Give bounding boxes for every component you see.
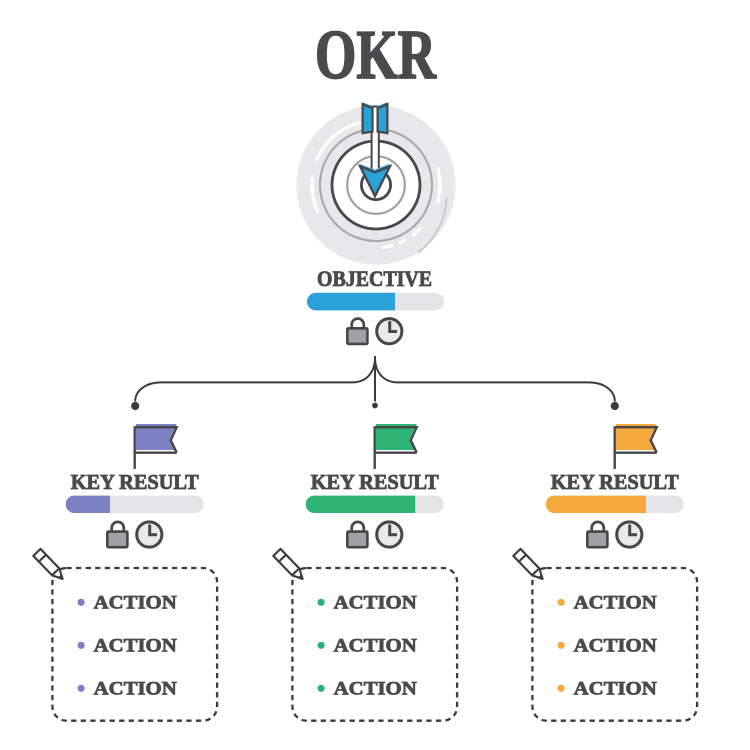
svg-text:ACTION: ACTION [334,593,417,614]
svg-text:KEY RESULT: KEY RESULT [551,470,680,494]
svg-text:ACTION: ACTION [574,679,657,700]
svg-text:ACTION: ACTION [574,636,657,657]
svg-text:ACTION: ACTION [94,636,177,657]
svg-text:OBJECTIVE: OBJECTIVE [317,266,432,291]
svg-text:KEY RESULT: KEY RESULT [71,470,200,494]
svg-text:ACTION: ACTION [334,636,417,657]
svg-text:OKR: OKR [315,17,437,94]
svg-text:ACTION: ACTION [334,679,417,700]
svg-text:KEY RESULT: KEY RESULT [311,470,440,494]
svg-text:ACTION: ACTION [94,679,177,700]
svg-text:ACTION: ACTION [94,593,177,614]
svg-text:ACTION: ACTION [574,593,657,614]
